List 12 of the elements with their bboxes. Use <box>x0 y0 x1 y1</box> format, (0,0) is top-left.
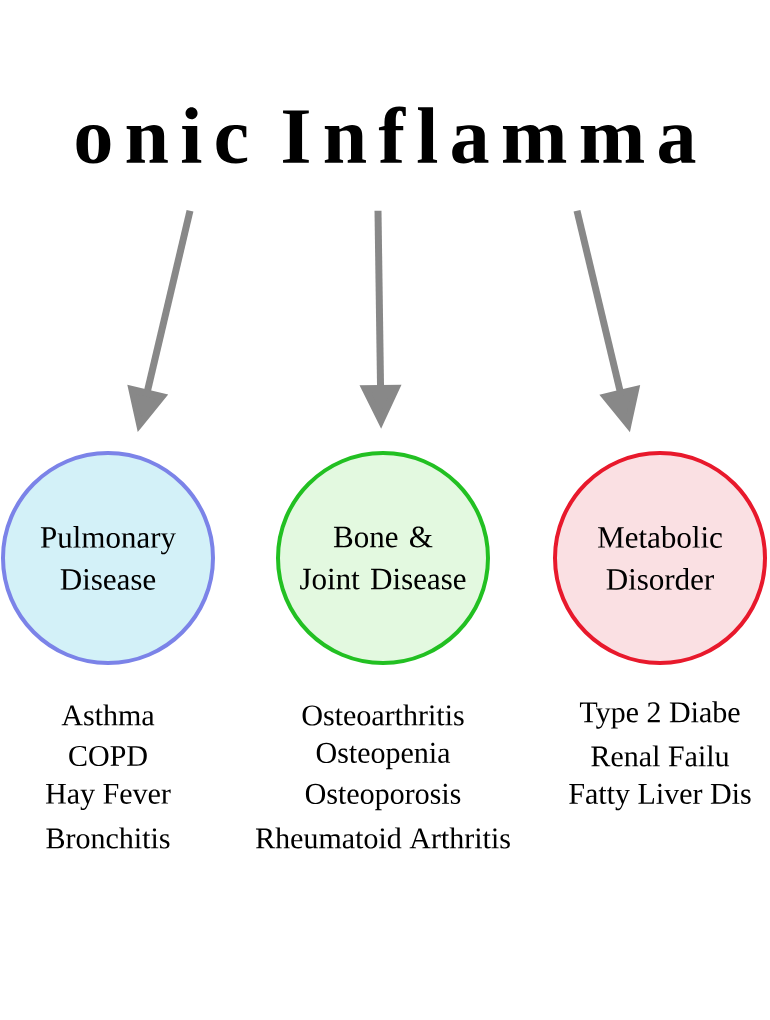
disease-name: Bronchitis <box>46 827 170 849</box>
disease-name: Asthma <box>61 704 155 726</box>
disease-name: Type 2 Diabe <box>579 701 740 729</box>
disease-name: Osteoarthritis <box>302 704 464 726</box>
disease-name: Hay Fever <box>45 783 171 811</box>
disease-name: Fatty Liver Dis <box>569 783 751 811</box>
disease-name: Renal Failu <box>591 745 730 767</box>
disease-name: Osteopenia <box>316 742 451 770</box>
disease-name: COPD <box>69 745 147 767</box>
disease-name: Rheumatoid Arthritis <box>255 827 510 849</box>
disease-name: Osteoporosis <box>305 783 461 811</box>
title: onic Inflamma <box>76 106 696 164</box>
